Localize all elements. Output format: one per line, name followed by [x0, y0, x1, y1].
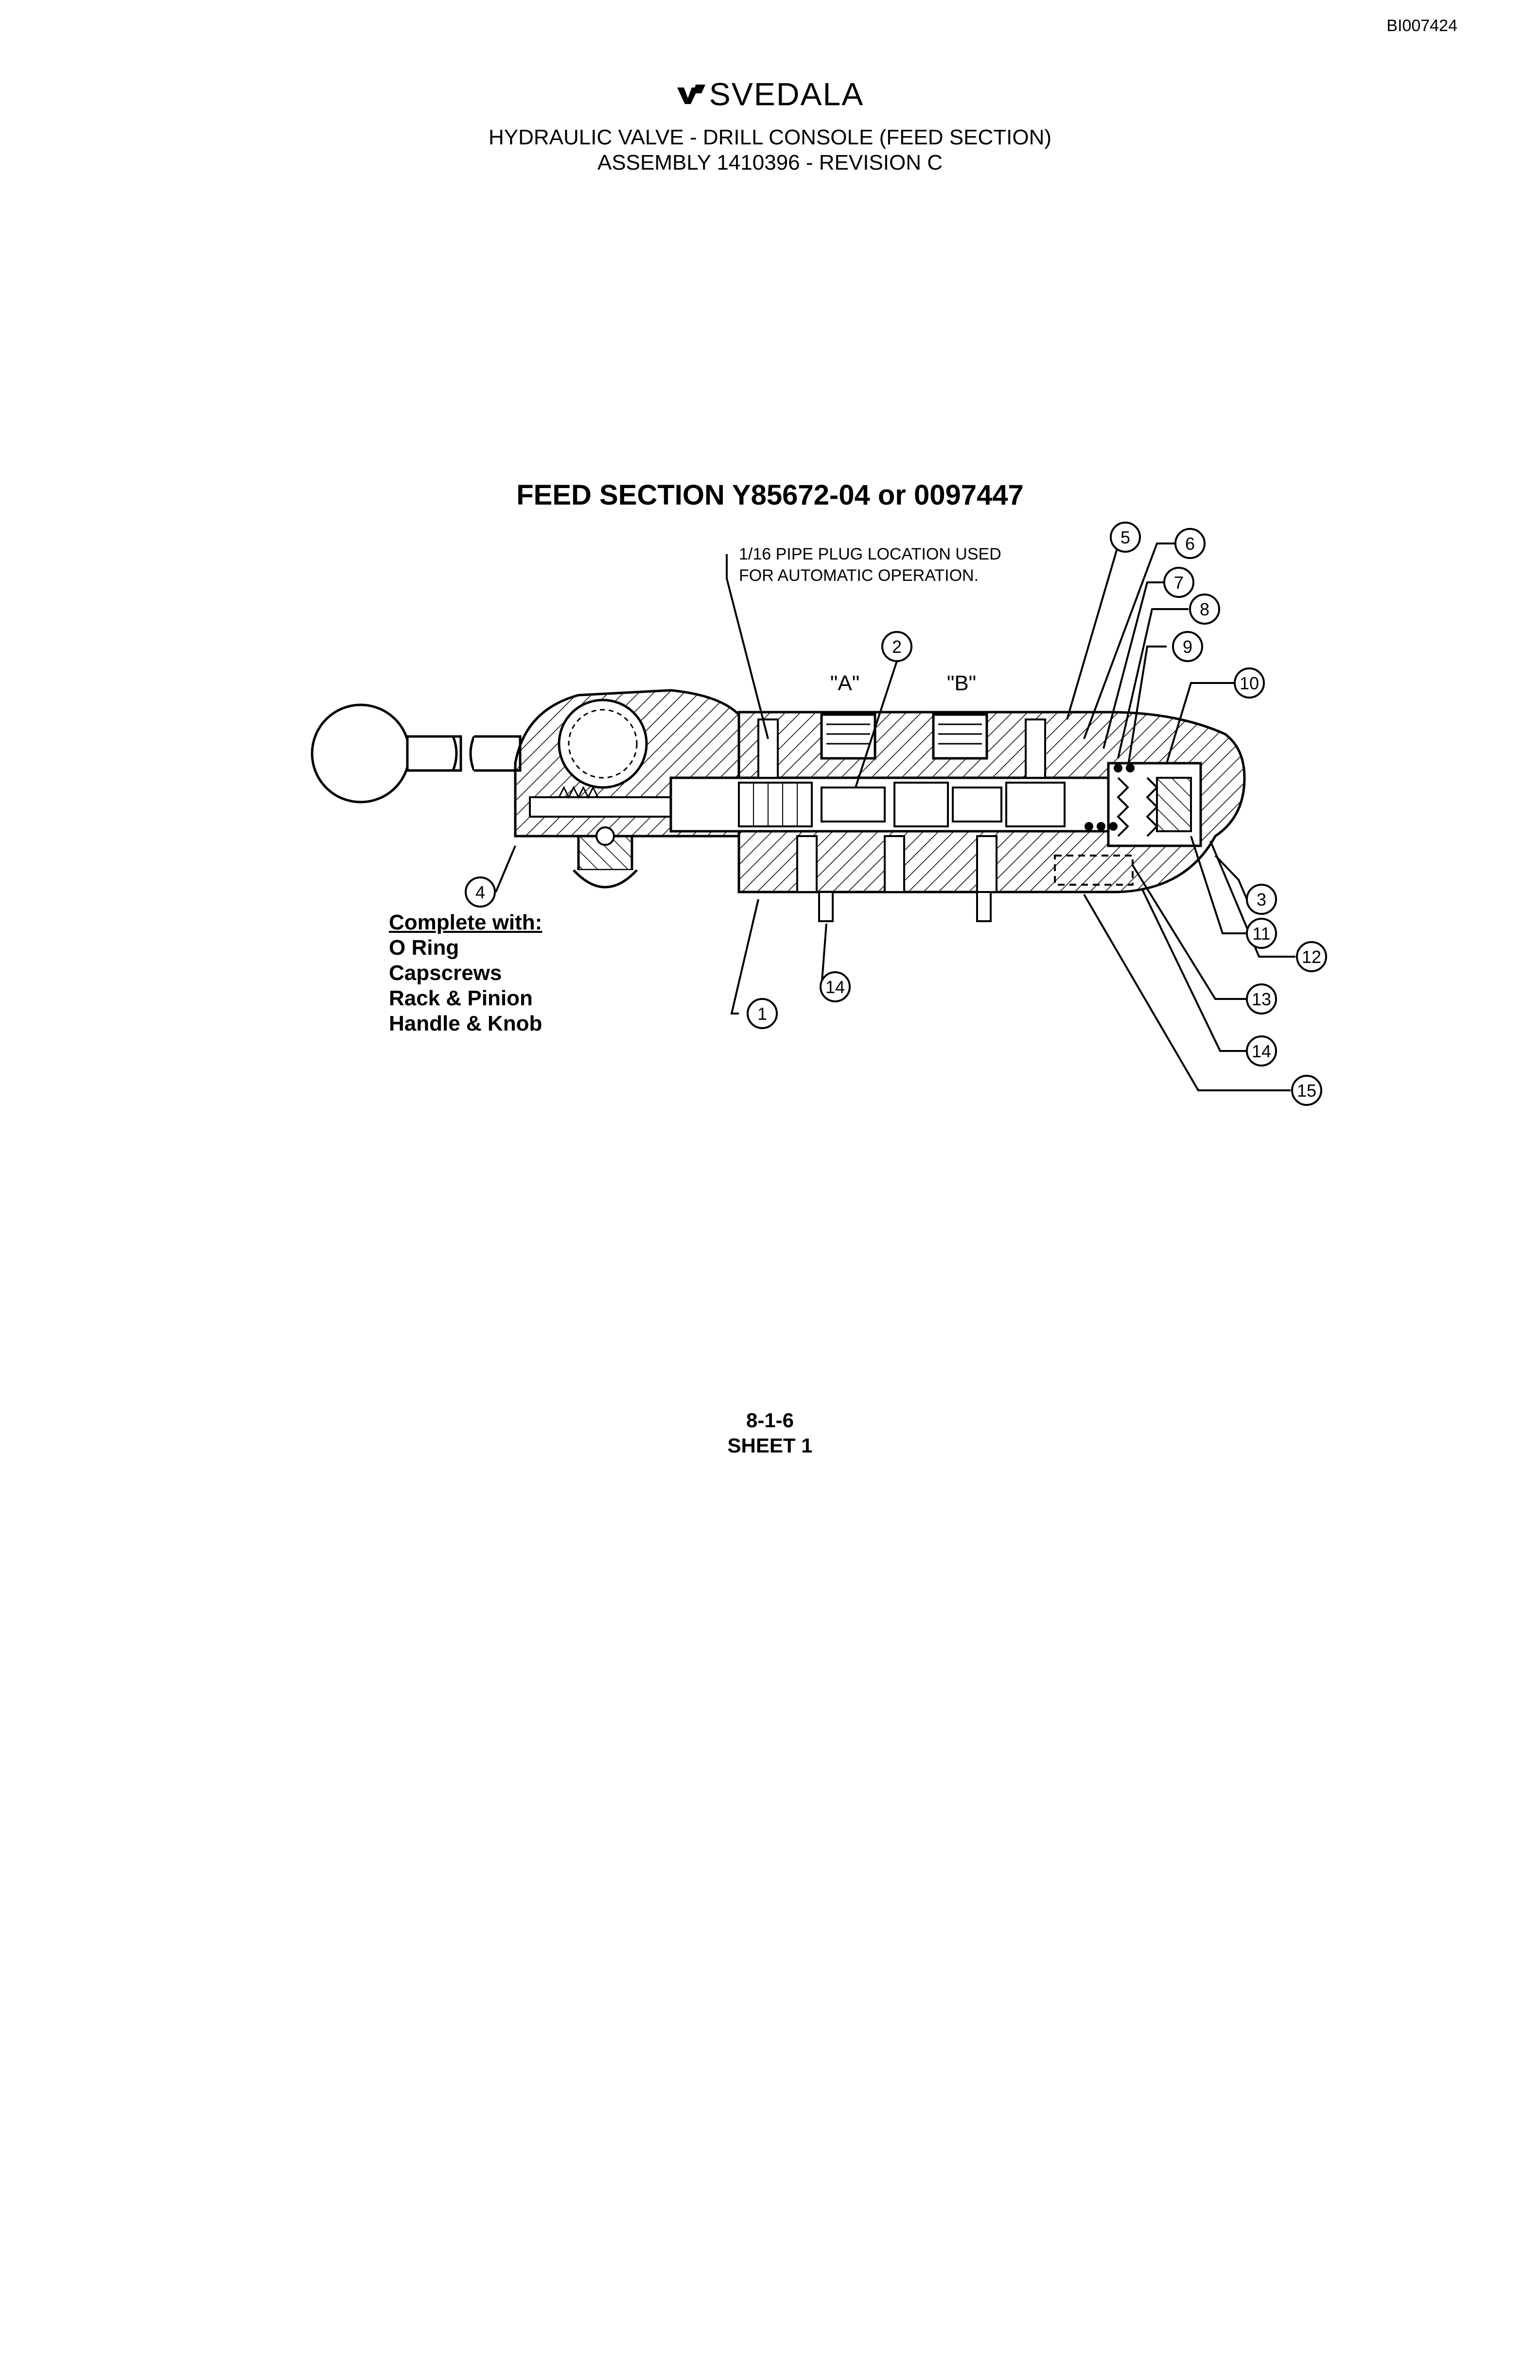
pipe-plug-note-line1: 1/16 PIPE PLUG LOCATION USED: [739, 545, 1001, 563]
balloon-7: 7: [1163, 567, 1194, 598]
doc-title-line1: HYDRAULIC VALVE - DRILL CONSOLE (FEED SE…: [488, 125, 1052, 149]
balloon-13: 13: [1246, 983, 1277, 1015]
brand-logo: SVEDALA: [0, 73, 1540, 113]
pipe-plug-note-line2: FOR AUTOMATIC OPERATION.: [739, 566, 979, 585]
brand-name: SVEDALA: [709, 76, 864, 112]
port-b-label: "B": [947, 671, 977, 695]
doc-title-line2: ASSEMBLY 1410396 - REVISION C: [597, 151, 943, 175]
balloon-8-label: 8: [1200, 599, 1209, 619]
balloon-14-right-label: 14: [1252, 1041, 1271, 1061]
balloon-7-label: 7: [1174, 573, 1184, 593]
balloon-9-label: 9: [1183, 637, 1192, 657]
sheet-number: SHEET 1: [727, 1434, 813, 1457]
balloon-4-label: 4: [475, 882, 485, 902]
balloon-14-left: 14: [820, 971, 851, 1002]
port-a-label: "A": [830, 671, 860, 695]
balloon-8: 8: [1189, 594, 1220, 625]
complete-with-list: Complete with: O Ring Capscrews Rack & P…: [389, 910, 542, 1036]
balloon-1-label: 1: [757, 1004, 767, 1024]
balloon-10: 10: [1234, 667, 1265, 699]
complete-with-item: O Ring: [389, 936, 459, 960]
balloon-15-label: 15: [1297, 1081, 1316, 1101]
balloon-11-label: 11: [1252, 924, 1270, 944]
complete-with-item: Handle & Knob: [389, 1012, 542, 1035]
complete-with-item: Rack & Pinion: [389, 986, 533, 1010]
complete-with-item: Capscrews: [389, 961, 502, 985]
spool: [738, 782, 1066, 827]
balloon-14-right: 14: [1246, 1035, 1277, 1067]
balloon-5-label: 5: [1120, 527, 1130, 547]
balloon-4: 4: [465, 876, 496, 908]
balloon-3: 3: [1246, 884, 1277, 915]
balloon-14-left-label: 14: [825, 977, 845, 997]
document-id: BI007424: [1386, 17, 1457, 35]
page-number: 8-1-6: [746, 1409, 794, 1432]
balloon-2-label: 2: [892, 637, 902, 657]
pipe-plug-note: 1/16 PIPE PLUG LOCATION USED FOR AUTOMAT…: [739, 543, 1001, 586]
balloon-11: 11: [1246, 918, 1277, 949]
balloon-3-label: 3: [1257, 890, 1266, 910]
handle-knob: [311, 703, 522, 804]
balloon-6: 6: [1174, 528, 1206, 559]
svedala-logo-icon: [677, 84, 705, 104]
balloon-13-label: 13: [1252, 989, 1271, 1009]
balloon-2: 2: [881, 631, 912, 662]
balloon-1: 1: [747, 998, 778, 1029]
balloon-5: 5: [1110, 522, 1141, 553]
section-title: FEED SECTION Y85672-04 or 0097447: [516, 479, 1024, 511]
valve-body: [669, 711, 1246, 922]
balloon-15: 15: [1291, 1075, 1322, 1106]
balloon-9: 9: [1172, 631, 1203, 662]
balloon-10-label: 10: [1240, 673, 1259, 693]
balloon-12: 12: [1296, 941, 1327, 972]
balloon-6-label: 6: [1185, 534, 1195, 554]
balloon-12-label: 12: [1302, 947, 1321, 967]
complete-with-heading: Complete with:: [389, 910, 542, 934]
